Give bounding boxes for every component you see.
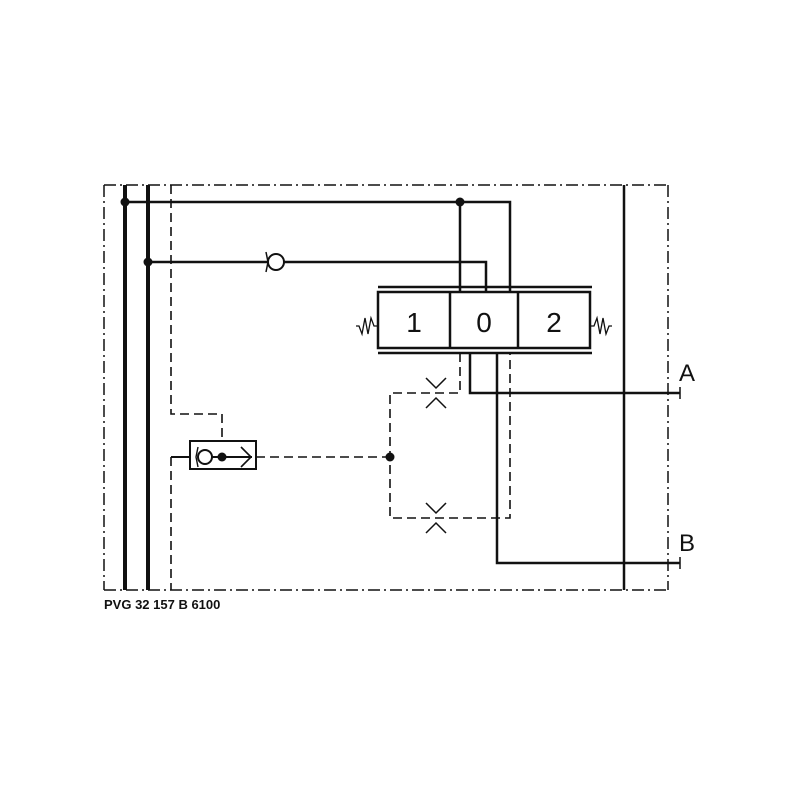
pilot-line [170, 185, 223, 590]
position-label-2: 2 [546, 307, 562, 338]
position-label-0: 0 [476, 307, 492, 338]
shuttle-valve-icon [171, 440, 257, 470]
spring-right-icon [590, 315, 612, 337]
orifice-upper-icon [425, 377, 447, 409]
position-label-1: 1 [406, 307, 422, 338]
supply-connections [125, 200, 512, 301]
module-boundary [103, 184, 669, 591]
junction-dots [120, 197, 465, 462]
directional-valve [376, 285, 592, 355]
check-valve-icon [265, 251, 285, 273]
load-sense-lines [256, 353, 511, 519]
diagram-caption: PVG 32 157 B 6100 [104, 597, 220, 612]
orifice-lower-icon [425, 502, 447, 534]
work-port-lines [468, 353, 681, 569]
port-label-a: A [679, 360, 695, 387]
port-label-b: B [679, 530, 695, 557]
spring-left-icon [356, 315, 378, 337]
